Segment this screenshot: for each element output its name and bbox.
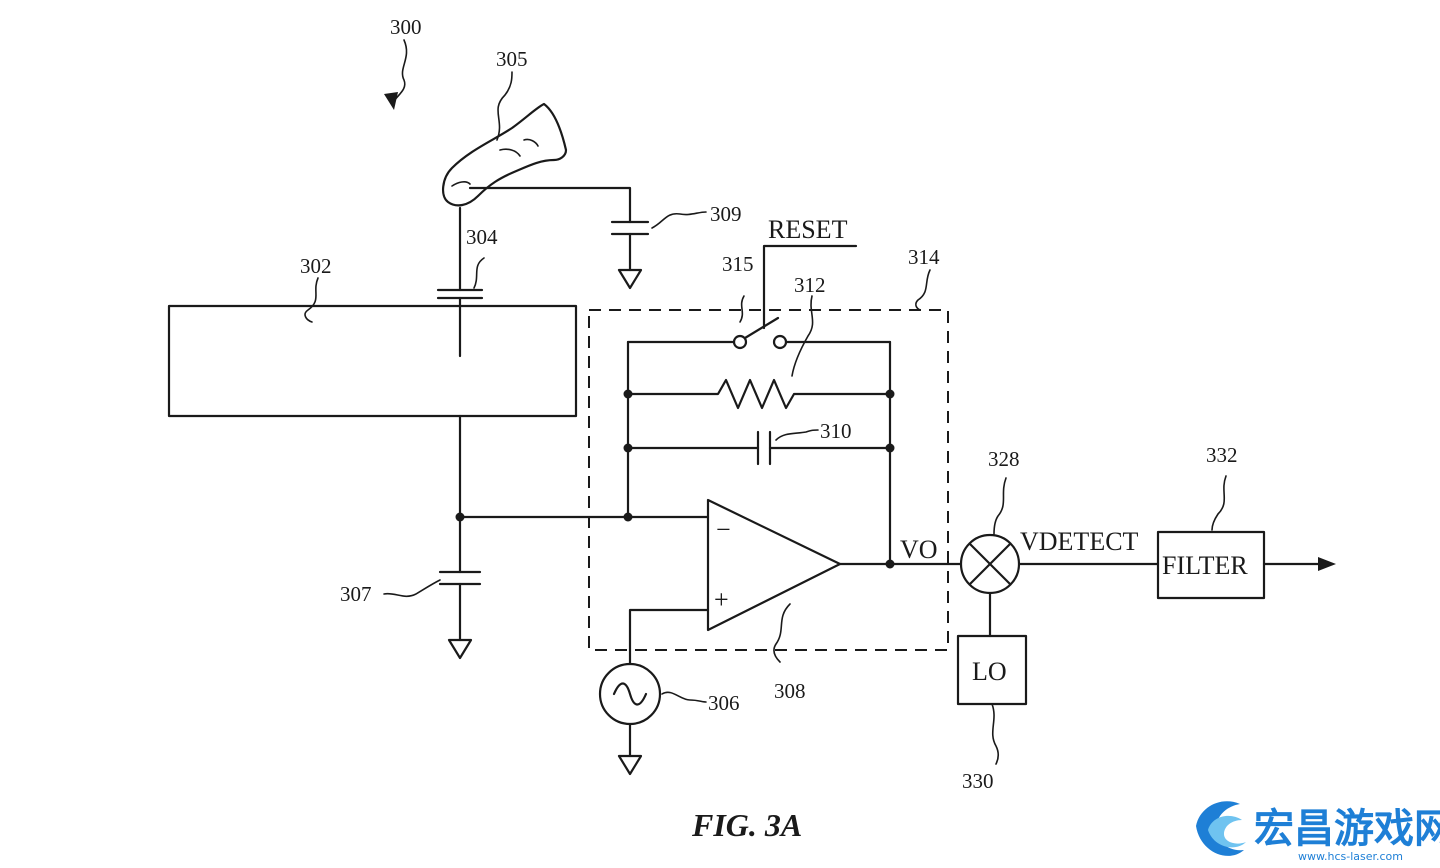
vo-label: VO [900, 535, 938, 564]
op-amp-308 [706, 498, 842, 632]
ground-307-icon [447, 638, 473, 660]
ref-315: 315 [722, 252, 754, 276]
ground-306-icon [617, 754, 643, 776]
figure-caption: FIG. 3A [691, 807, 802, 843]
output-arrowhead-icon [1318, 557, 1336, 571]
filter-label: FILTER [1162, 551, 1248, 580]
reset-line [762, 244, 858, 330]
lo-label: LO [972, 657, 1007, 686]
vdetect-label: VDETECT [1020, 527, 1139, 556]
ref-302-leader [304, 277, 319, 323]
junction-dot [623, 512, 633, 522]
junction-dot [885, 443, 895, 453]
ref-305-leader [496, 71, 513, 141]
junction-dot [885, 389, 895, 399]
op-amp-plus-sign: + [714, 585, 729, 614]
ref-330-leader [991, 703, 1000, 765]
ref-304: 304 [466, 225, 498, 249]
ref-330: 330 [962, 769, 994, 793]
ref-300: 300 [390, 15, 422, 39]
ref-307-leader [383, 579, 441, 598]
watermark-brand: 宏昌游戏网 [1254, 806, 1440, 852]
resistor-312 [626, 378, 892, 410]
switch-contact-right [772, 334, 788, 350]
ref-307: 307 [340, 582, 372, 606]
ref-304-leader [473, 257, 485, 289]
ref-309-leader [651, 211, 707, 229]
junction-dot [885, 559, 895, 569]
ref-312: 312 [794, 273, 826, 297]
finger-icon [442, 102, 568, 207]
reset-label: RESET [768, 215, 848, 244]
ref-310: 310 [820, 419, 852, 443]
ref-314-leader [915, 269, 931, 311]
junction-dot [623, 443, 633, 453]
watermark-url: www.hcs-laser.com [1298, 850, 1403, 863]
non-inverting-input-wire [628, 608, 710, 666]
sine-wave-icon [612, 682, 648, 706]
ref-328: 328 [988, 447, 1020, 471]
ref-306: 306 [708, 691, 740, 715]
ref-328-leader [993, 477, 1007, 535]
finger-wire [468, 186, 632, 224]
ref-332-leader [1211, 475, 1227, 531]
ref-305: 305 [496, 47, 528, 71]
reset-switch-315 [743, 316, 780, 340]
amplifier-block-314 [588, 309, 949, 651]
ref-306-leader [661, 691, 707, 703]
panel-302 [167, 304, 578, 418]
ground-309-icon [617, 268, 643, 290]
ref-300-leader [384, 39, 408, 110]
junction-dot [623, 389, 633, 399]
ref-332: 332 [1206, 443, 1238, 467]
op-amp-minus-sign: − [716, 515, 731, 544]
ref-308-leader [773, 603, 791, 663]
switch-contact-left [732, 334, 748, 350]
mixer-cross-b [968, 542, 1012, 586]
junction-dot [455, 512, 465, 522]
watermark-logo: 宏昌游戏网 www.hcs-laser.com [1196, 801, 1440, 863]
ref-302: 302 [300, 254, 332, 278]
ref-315-leader [739, 295, 745, 323]
ref-310-leader [775, 429, 819, 441]
ref-312-leader [791, 295, 814, 377]
ref-308: 308 [774, 679, 806, 703]
ref-309: 309 [710, 202, 742, 226]
ref-314: 314 [908, 245, 940, 269]
